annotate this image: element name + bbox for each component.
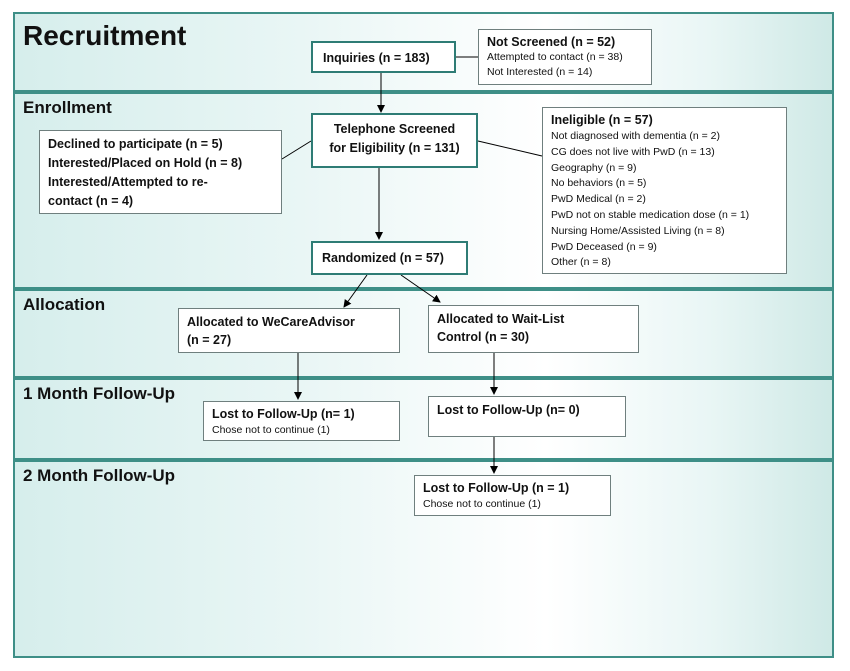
section-title-followup2: 2 Month Follow-Up	[23, 466, 176, 485]
not-screened-item: Attempted to contact (n = 38)	[487, 51, 623, 63]
allocated-wca-line: Allocated to WeCareAdvisor	[187, 315, 355, 329]
allocated-wca-box: Allocated to WeCareAdvisor (n = 27)	[178, 308, 400, 353]
declined-line: contact (n = 4)	[48, 194, 134, 208]
telephone-screened-box: Telephone Screened for Eligibility (n = …	[311, 113, 478, 168]
ineligible-box: Ineligible (n = 57) Not diagnosed with d…	[542, 107, 787, 274]
declined-line: Declined to participate (n = 5)	[48, 137, 223, 151]
lost-fu1-waitlist-title: Lost to Follow-Up (n= 0)	[437, 403, 580, 417]
declined-box: Declined to participate (n = 5) Interest…	[39, 130, 282, 214]
lost-fu1-waitlist-box: Lost to Follow-Up (n= 0)	[428, 396, 626, 437]
inquiries-label: Inquiries (n = 183)	[323, 51, 430, 65]
lost-fu2-waitlist-note: Chose not to continue (1)	[423, 498, 541, 510]
ineligible-item: Other (n = 8)	[551, 256, 611, 269]
ineligible-item: PwD not on stable medication dose (n = 1…	[551, 208, 750, 221]
section-title-recruitment: Recruitment	[23, 20, 187, 51]
declined-line: Interested/Attempted to re-	[48, 175, 208, 189]
inquiries-box: Inquiries (n = 183)	[311, 41, 456, 73]
randomized-label: Randomized (n = 57)	[322, 251, 444, 265]
arrow-randomized-to-waitlist	[400, 274, 441, 303]
not-screened-item: Not Interested (n = 14)	[487, 65, 593, 78]
randomized-box: Randomized (n = 57)	[311, 241, 468, 275]
allocated-waitlist-line: Control (n = 30)	[437, 330, 530, 344]
lost-fu1-wca-note: Chose not to continue (1)	[212, 424, 330, 436]
arrow-randomized-to-wca	[343, 274, 368, 308]
lost-fu1-wca-box: Lost to Follow-Up (n= 1) Chose not to co…	[203, 401, 400, 441]
ineligible-item: Nursing Home/Assisted Living (n = 8)	[551, 224, 725, 237]
section-followup1: 1 Month Follow-Up	[13, 378, 834, 460]
allocated-waitlist-box: Allocated to Wait-List Control (n = 30)	[428, 305, 639, 353]
connector-screened-ineligible	[477, 140, 543, 157]
lost-fu1-wca-title: Lost to Follow-Up (n= 1)	[212, 407, 355, 421]
ineligible-item: No behaviors (n = 5)	[551, 177, 647, 190]
connector-screened-declined	[281, 140, 312, 160]
telephone-screened-line: for Eligibility (n = 131)	[329, 141, 460, 155]
ineligible-item: PwD Medical (n = 2)	[551, 193, 646, 206]
lost-fu2-waitlist-box: Lost to Follow-Up (n = 1) Chose not to c…	[414, 475, 611, 516]
lost-fu2-waitlist-title: Lost to Follow-Up (n = 1)	[423, 481, 570, 495]
ineligible-item: Geography (n = 9)	[551, 161, 637, 174]
ineligible-item: Not diagnosed with dementia (n = 2)	[551, 130, 720, 142]
section-recruitment: Recruitment	[13, 12, 834, 92]
ineligible-title: Ineligible (n = 57)	[551, 113, 653, 127]
ineligible-item: PwD Deceased (n = 9)	[551, 240, 657, 253]
section-title-followup1: 1 Month Follow-Up	[23, 384, 176, 403]
allocated-wca-line: (n = 27)	[187, 333, 232, 347]
allocated-waitlist-line: Allocated to Wait-List	[437, 312, 565, 326]
telephone-screened-line: Telephone Screened	[333, 122, 456, 136]
section-title-enrollment: Enrollment	[23, 98, 112, 117]
ineligible-item: CG does not live with PwD (n = 13)	[551, 145, 715, 158]
not-screened-box: Not Screened (n = 52) Attempted to conta…	[478, 29, 652, 85]
section-title-allocation: Allocation	[23, 295, 106, 314]
declined-line: Interested/Placed on Hold (n = 8)	[48, 156, 243, 170]
not-screened-title: Not Screened (n = 52)	[487, 35, 616, 49]
